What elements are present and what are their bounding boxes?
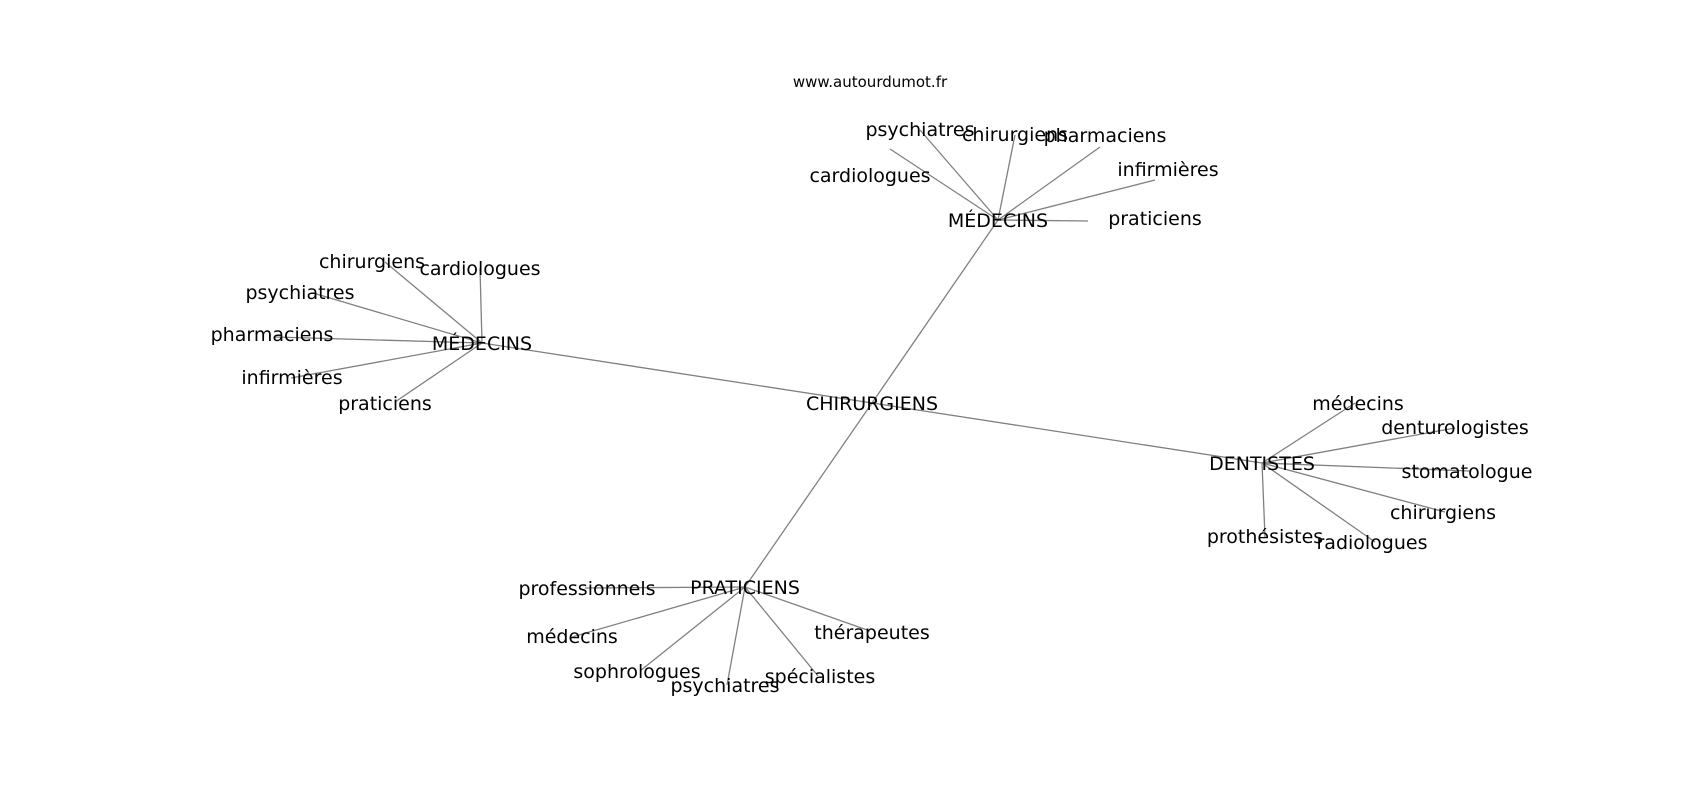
leaf-node-label: spécialistes (765, 666, 876, 688)
edge-center-to-hub (481, 342, 873, 404)
hub-node-label: MÉDECINS (948, 209, 1048, 232)
leaf-node-label: professionnels (518, 578, 655, 600)
graph-nodes: CHIRURGIENS MÉDECINS cardiologues psychiatr… (211, 119, 1533, 697)
edge-hub-to-leaf (1261, 402, 1356, 464)
edge-hub-to-leaf (1261, 462, 1376, 543)
leaf-node-label: cardiologues (419, 258, 540, 280)
edge-hub-to-leaf (919, 129, 999, 221)
leaf-node-label: stomatologue (1402, 461, 1533, 483)
leaf-node-label: prothésistes (1207, 526, 1323, 548)
edge-hub-to-leaf (274, 336, 483, 344)
leaf-node-label: chirurgiens (962, 124, 1068, 146)
site-watermark: www.autourdumot.fr (793, 73, 948, 91)
edge-hub-to-leaf (744, 586, 871, 632)
edge-center-to-hub (744, 402, 873, 588)
edge-hub-to-leaf (584, 586, 746, 589)
edge-hub-to-leaf (1261, 427, 1456, 464)
leaf-node-label: praticiens (1108, 208, 1202, 230)
edge-hub-to-leaf (1261, 462, 1266, 538)
leaf-node-label: infirmières (241, 367, 342, 389)
leaf-node-label: chirurgiens (319, 251, 425, 273)
leaf-node-label: radiologues (1316, 532, 1427, 554)
edge-hub-to-leaf (1261, 462, 1446, 513)
edge-hub-to-leaf (744, 586, 819, 677)
edge-center-to-hub (871, 219, 999, 404)
leaf-node-label: infirmières (1117, 159, 1218, 181)
leaf-node-label: pharmaciens (1044, 125, 1167, 147)
hub-node-label: DENTISTES (1209, 453, 1315, 475)
edge-hub-to-leaf (997, 146, 1101, 221)
leaf-node-label: psychiatres (245, 282, 354, 304)
graph-edges (274, 129, 1471, 686)
leaf-node-label: médecins (1312, 393, 1404, 415)
edge-hub-to-leaf (394, 342, 483, 403)
leaf-node-label: thérapeutes (814, 622, 929, 644)
edge-hub-to-leaf (384, 261, 483, 344)
edge-hub-to-leaf (479, 267, 483, 344)
leaf-node-label: pharmaciens (211, 324, 334, 346)
edge-hub-to-leaf (726, 586, 746, 686)
leaf-node-label: denturologistes (1381, 417, 1528, 439)
hub-node-label: PRATICIENS (690, 577, 800, 599)
edge-hub-to-leaf (312, 292, 483, 344)
edge-center-to-hub (871, 402, 1263, 464)
edge-hub-to-leaf (997, 134, 1016, 221)
edge-hub-to-leaf (639, 586, 746, 672)
edge-hub-to-leaf (1261, 462, 1471, 472)
edge-hub-to-leaf (889, 148, 999, 221)
edge-hub-to-leaf (290, 342, 483, 379)
edge-hub-to-leaf (997, 179, 1156, 221)
leaf-node-label: psychiatres (865, 119, 974, 141)
leaf-node-label: médecins (526, 626, 618, 648)
leaf-node-label: cardiologues (809, 165, 930, 187)
leaf-node-label: chirurgiens (1390, 502, 1496, 524)
leaf-node-label: psychiatres (670, 675, 779, 697)
hub-node-label: MÉDECINS (432, 332, 532, 355)
edge-hub-to-leaf (571, 586, 746, 638)
edge-hub-to-leaf (997, 219, 1089, 222)
center-node-label: CHIRURGIENS (806, 393, 938, 415)
leaf-node-label: praticiens (338, 393, 432, 415)
leaf-node-label: sophrologues (573, 661, 700, 683)
